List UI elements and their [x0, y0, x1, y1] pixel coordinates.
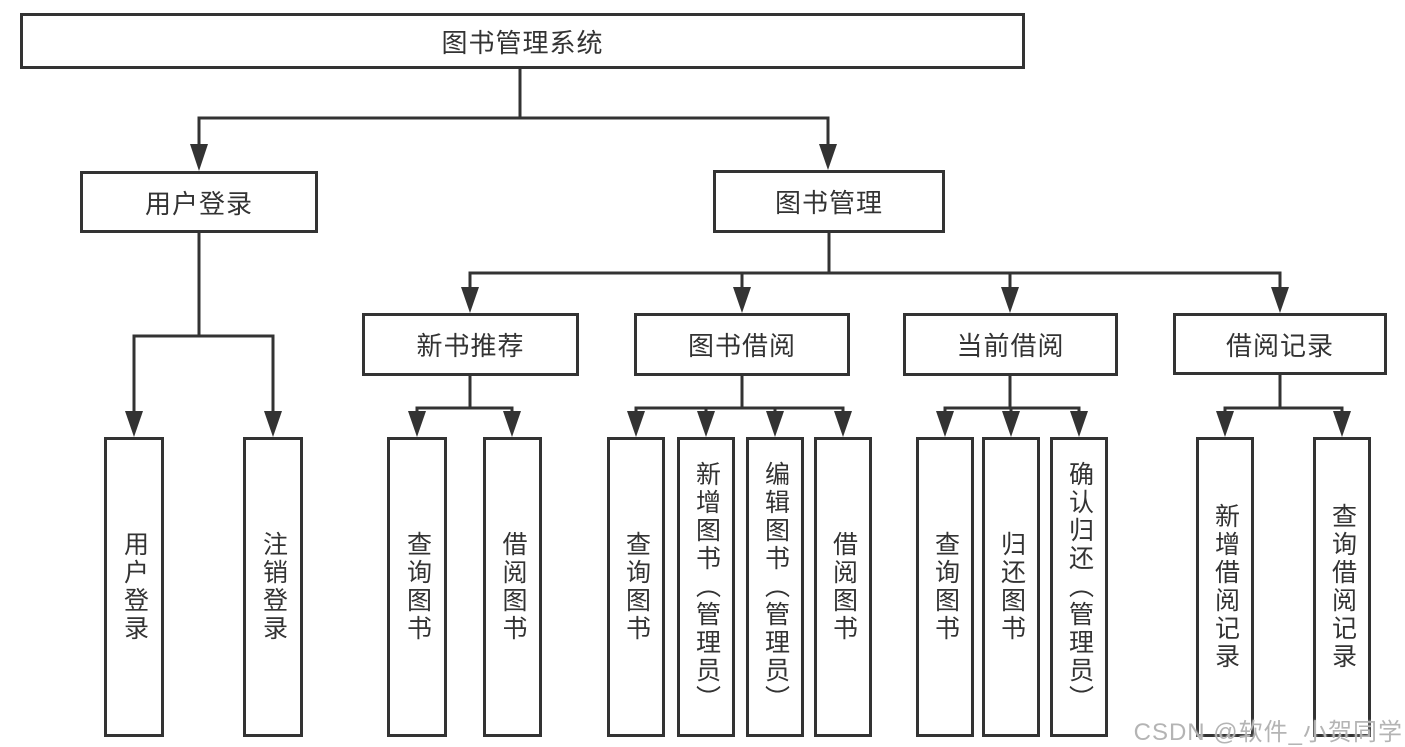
- leaf-add-books-admin: 新增图书（管理员）: [677, 437, 735, 737]
- leaf-user-login: 用户登录: [104, 437, 164, 737]
- node-user-login: 用户登录: [80, 171, 318, 233]
- leaf-query-books-recommend: 查询图书: [387, 437, 447, 737]
- leaf-logout: 注销登录: [243, 437, 303, 737]
- watermark: CSDN @软件_小贺同学: [1133, 719, 1403, 746]
- node-new-book-recommend: 新书推荐: [362, 313, 579, 376]
- node-book-management: 图书管理: [713, 170, 945, 233]
- leaf-query-books-borrowing: 查询图书: [607, 437, 665, 737]
- node-label: 查询图书: [403, 531, 432, 643]
- node-label: 新书推荐: [416, 331, 525, 361]
- node-label: 归还图书: [997, 531, 1026, 643]
- node-label: 新增图书（管理员）: [692, 461, 721, 713]
- node-label: 用户登录: [120, 531, 149, 643]
- node-label: 新增借阅记录: [1211, 503, 1240, 671]
- leaf-edit-books-admin: 编辑图书（管理员）: [746, 437, 804, 737]
- leaf-query-books-current: 查询图书: [916, 437, 974, 737]
- node-label: 借阅图书: [829, 531, 858, 643]
- node-label: 借阅记录: [1225, 330, 1334, 361]
- leaf-return-books: 归还图书: [982, 437, 1040, 737]
- node-library-management-system: 图书管理系统: [20, 13, 1025, 69]
- node-label: 用户登录: [144, 188, 253, 219]
- node-label: 当前借阅: [956, 331, 1065, 361]
- leaf-query-borrow-record: 查询借阅记录: [1313, 437, 1371, 737]
- node-label: 查询借阅记录: [1328, 503, 1357, 671]
- node-label: 借阅图书: [499, 531, 527, 643]
- leaf-borrow-books-recommend: 借阅图书: [483, 437, 542, 737]
- node-label: 确认归还（管理员）: [1065, 461, 1094, 713]
- node-label: 图书管理系统: [441, 27, 604, 58]
- node-label: 注销登录: [259, 531, 288, 643]
- node-label: 图书借阅: [687, 331, 796, 361]
- node-label: 查询图书: [622, 531, 651, 643]
- node-book-borrowing: 图书借阅: [634, 313, 850, 376]
- node-current-borrowing: 当前借阅: [903, 313, 1118, 376]
- node-borrow-records: 借阅记录: [1173, 313, 1387, 375]
- leaf-add-borrow-record: 新增借阅记录: [1196, 437, 1254, 737]
- leaf-confirm-return-admin: 确认归还（管理员）: [1050, 437, 1108, 737]
- arrowheads: [125, 144, 1351, 437]
- node-label: 图书管理: [774, 188, 883, 218]
- node-label: 查询图书: [931, 531, 960, 643]
- node-label: 编辑图书（管理员）: [761, 461, 790, 713]
- leaf-borrow-books: 借阅图书: [814, 437, 872, 737]
